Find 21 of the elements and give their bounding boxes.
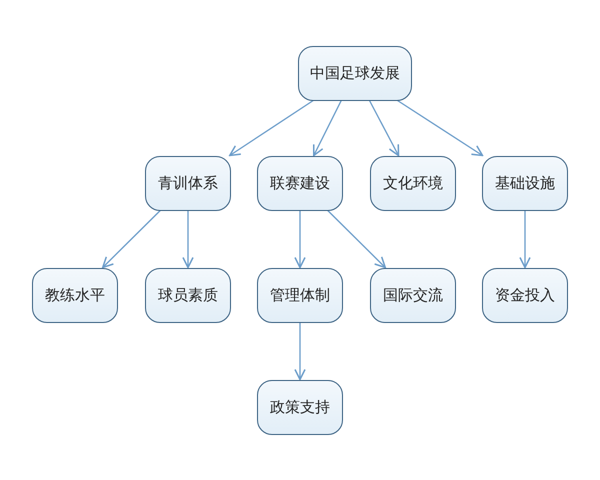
- arrow: [229, 100, 314, 156]
- arrow: [327, 210, 386, 268]
- arrow: [294, 322, 306, 380]
- arrow: [397, 100, 484, 156]
- process-box: 基础设施: [482, 156, 568, 210]
- process-box: 政策支持: [257, 380, 343, 434]
- process-box: 资金投入: [482, 268, 568, 322]
- process-box: 青训体系: [145, 156, 231, 210]
- process-box: 球员素质: [145, 268, 231, 322]
- arrow: [368, 100, 400, 156]
- process-box: 联赛建设: [257, 156, 343, 210]
- arrow: [519, 210, 531, 268]
- process-box: 中国足球发展: [298, 46, 412, 100]
- arrow: [294, 210, 306, 268]
- process-box: 管理体制: [257, 268, 343, 322]
- process-box: 文化环境: [370, 156, 456, 210]
- process-box: 国际交流: [370, 268, 456, 322]
- process-box: 教练水平: [32, 268, 118, 322]
- arrow: [182, 210, 194, 268]
- arrow: [313, 100, 342, 156]
- arrow: [102, 210, 161, 268]
